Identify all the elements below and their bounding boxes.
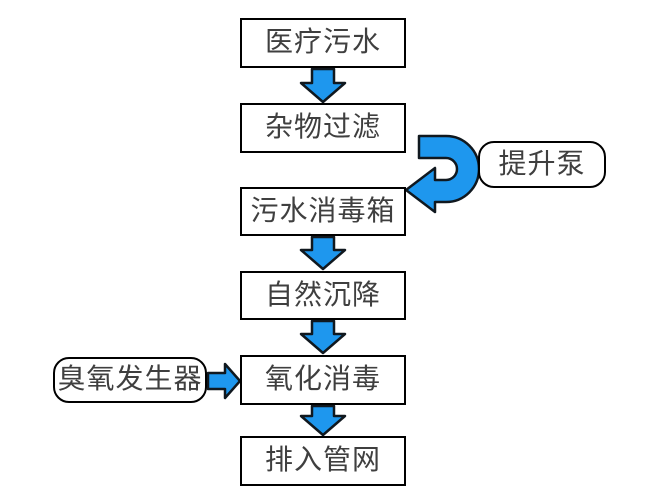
node-debris-filtration: 杂物过滤	[240, 103, 406, 153]
arrow-down-1	[299, 67, 347, 104]
node-natural-settling-label: 自然沉降	[264, 279, 381, 311]
node-discharge-to-pipe-network: 排入管网	[240, 436, 406, 486]
arrow-down-2	[299, 235, 347, 271]
node-lift-pump: 提升泵	[478, 141, 606, 188]
node-ozone-generator: 臭氧发生器	[53, 357, 207, 403]
node-medical-sewage: 医疗污水	[240, 18, 406, 68]
node-sewage-disinfection-tank: 污水消毒箱	[240, 187, 406, 236]
arrow-uturn-lift-pump	[404, 134, 481, 214]
node-natural-settling: 自然沉降	[240, 271, 406, 320]
node-sewage-disinfection-tank-label: 污水消毒箱	[250, 195, 396, 227]
node-ozone-generator-label: 臭氧发生器	[57, 364, 203, 395]
arrow-right-ozone	[206, 362, 242, 400]
arrow-down-4	[299, 404, 347, 437]
node-discharge-to-pipe-network-label: 排入管网	[264, 445, 381, 476]
node-oxidation-disinfection-label: 氧化消毒	[264, 364, 381, 395]
node-medical-sewage-label: 医疗污水	[264, 27, 381, 58]
node-lift-pump-label: 提升泵	[498, 148, 586, 180]
node-debris-filtration-label: 杂物过滤	[264, 112, 381, 143]
node-oxidation-disinfection: 氧化消毒	[240, 355, 406, 405]
arrow-down-3	[299, 319, 347, 355]
